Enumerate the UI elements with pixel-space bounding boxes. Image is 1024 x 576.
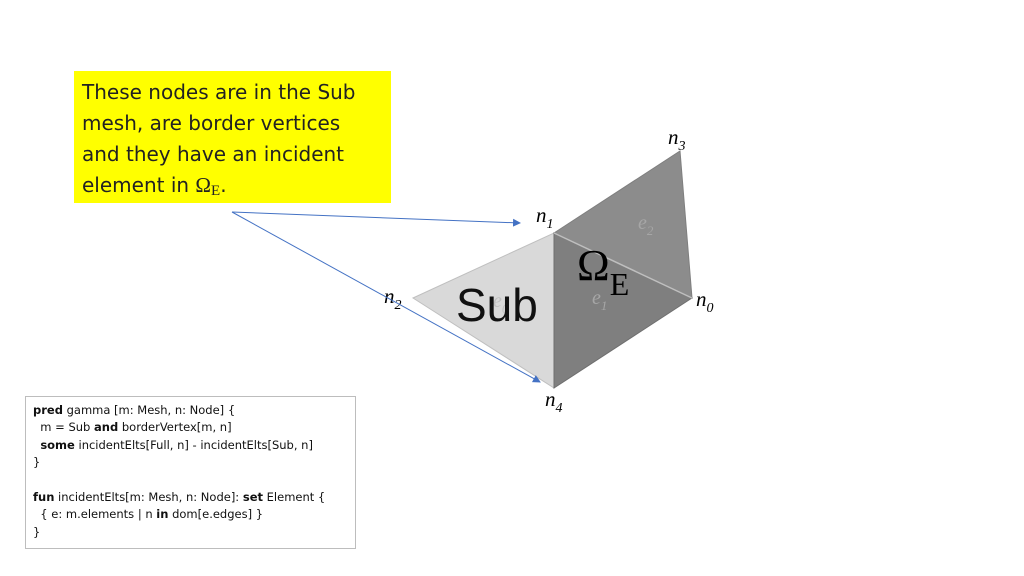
region-label-sub: Sub bbox=[456, 279, 538, 331]
code-line-3: some incidentElts[Full, n] - incidentElt… bbox=[40, 437, 313, 452]
callout-omega: Ω bbox=[195, 173, 212, 197]
arrow-to-n4 bbox=[231, 211, 541, 383]
code-line-2: m = Sub and borderVertex[m, n] bbox=[33, 420, 232, 435]
code-blank-line bbox=[33, 472, 348, 489]
explanation-callout: These nodes are in the Sub mesh, are bor… bbox=[74, 71, 391, 203]
node-label-n4: n4 bbox=[545, 387, 563, 416]
arrow-to-n1 bbox=[231, 211, 521, 227]
code-line-5: fun incidentElts[m: Mesh, n: Node]: set … bbox=[33, 490, 326, 505]
alloy-code-box: pred gamma [m: Mesh, n: Node] { m = Sub … bbox=[25, 396, 356, 549]
code-line-1: pred gamma [m: Mesh, n: Node] { bbox=[33, 403, 236, 417]
node-label-n3: n3 bbox=[668, 125, 686, 154]
element-label-e0: e0 bbox=[493, 290, 509, 316]
node-label-n0: n0 bbox=[696, 287, 714, 316]
callout-text: These nodes are in the Sub mesh, are bor… bbox=[82, 80, 356, 197]
edge-n1-n0 bbox=[553, 232, 693, 299]
code-line-4: } bbox=[33, 455, 41, 470]
region-label-omega-e: ΩE bbox=[577, 241, 629, 302]
element-label-e1: e1 bbox=[592, 287, 607, 313]
callout-period: . bbox=[220, 173, 227, 197]
code-line-6: { e: m.elements | n in dom[e.edges] } bbox=[33, 507, 264, 522]
node-label-n2: n2 bbox=[384, 284, 402, 313]
callout-omega-subscript: E bbox=[211, 183, 221, 199]
node-label-n1: n1 bbox=[536, 203, 554, 232]
code-line-7: } bbox=[33, 524, 41, 539]
element-label-e2: e2 bbox=[638, 212, 654, 238]
